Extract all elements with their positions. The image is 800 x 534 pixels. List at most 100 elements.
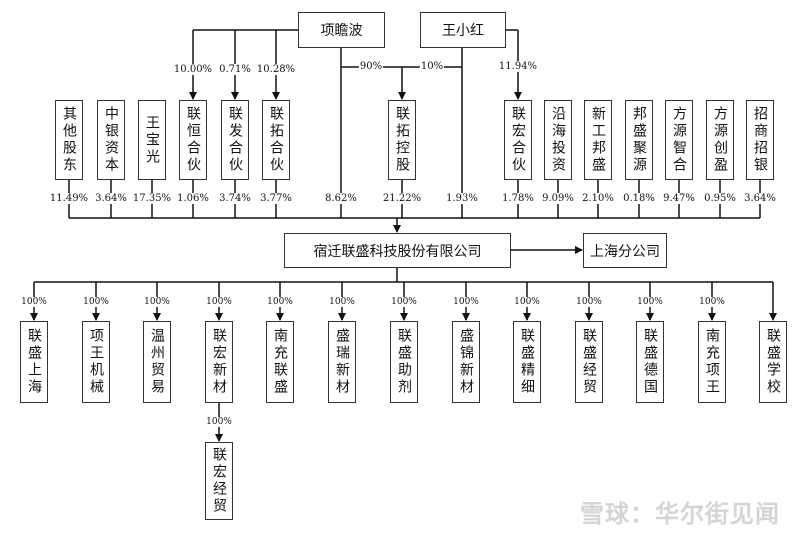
shareholder-pct: 21.22%	[381, 193, 423, 204]
shareholder-box: 邦盛聚源	[625, 100, 653, 180]
holder-xiang-zhanbo: 项瞻波	[298, 12, 385, 48]
shareholder-pct: 9.09%	[541, 193, 575, 204]
subsidiary-box: 联盛学校	[759, 321, 787, 403]
subsidiary-box: 温州贸易	[143, 321, 171, 403]
shareholder-pct: 1.78%	[501, 193, 535, 204]
subsidiary-pct: 100%	[20, 297, 48, 307]
branch-box: 上海分公司	[583, 233, 667, 268]
company-box: 宿迁联盛科技股份有限公司	[284, 233, 511, 268]
entity-name: 联发合伙	[227, 106, 243, 174]
subsidiary-pct: 100%	[266, 297, 294, 307]
company-name: 宿迁联盛科技股份有限公司	[313, 243, 482, 260]
sub-subsidiary-box: 联宏经贸	[205, 442, 233, 520]
shareholder-pct: 3.64%	[94, 193, 128, 204]
subsidiary-box: 盛瑞新材	[328, 321, 356, 403]
shareholder-box: 联拓控股	[388, 100, 416, 180]
entity-name: 方源智合	[671, 106, 687, 174]
branch-name: 上海分公司	[590, 243, 660, 260]
shareholder-box: 王宝光	[138, 100, 166, 180]
entity-name: 联盛德国	[642, 328, 658, 396]
entity-name: 联拓控股	[394, 106, 410, 174]
subsidiary-box: 联盛经贸	[575, 321, 603, 403]
entity-name: 沿海投资	[550, 106, 566, 174]
entity-name: 其他股东	[61, 106, 77, 174]
subsidiary-box: 南充联盛	[266, 321, 294, 403]
wang-holding-pct: 10%	[419, 61, 445, 72]
shareholder-pct: 11.49%	[48, 193, 90, 204]
subsidiary-pct: 100%	[205, 297, 233, 307]
entity-name: 联宏新材	[211, 328, 227, 396]
entity-name: 招商招银	[752, 106, 768, 174]
shareholder-pct: 0.95%	[703, 193, 737, 204]
holder-name: 王小红	[442, 23, 484, 39]
entity-name: 联盛学校	[765, 328, 781, 396]
entity-name: 王宝光	[144, 114, 160, 166]
xiang-holding-pct: 90%	[358, 61, 384, 72]
shareholder-box: 其他股东	[55, 100, 83, 180]
subsidiary-box: 项王机械	[82, 321, 110, 403]
shareholder-box: 方源智合	[665, 100, 693, 180]
entity-name: 联盛经贸	[581, 328, 597, 396]
entity-name: 温州贸易	[149, 328, 165, 396]
shareholder-pct: 9.47%	[662, 193, 696, 204]
subsidiary-pct: 100%	[143, 297, 171, 307]
subsidiary-pct: 100%	[82, 297, 110, 307]
shareholder-pct: 17.35%	[131, 193, 173, 204]
shareholder-box: 方源创盈	[706, 100, 734, 180]
subsidiary-pct: 100%	[698, 297, 726, 307]
holder-wang-xiaohong: 王小红	[420, 12, 506, 48]
shareholder-pct: 0.18%	[622, 193, 656, 204]
shareholder-box: 中银资本	[97, 100, 125, 180]
subsidiary-pct: 100%	[452, 297, 480, 307]
subsidiary-box: 联盛德国	[636, 321, 664, 403]
shareholder-box: 招商招银	[746, 100, 774, 180]
shareholder-pct: 3.64%	[743, 193, 777, 204]
direct-pct-wang: 1.93%	[445, 193, 479, 204]
entity-name: 盛锦新材	[458, 328, 474, 396]
entity-name: 联恒合伙	[185, 106, 201, 174]
entity-name: 新工邦盛	[590, 106, 606, 174]
xiang-link-pct: 0.71%	[218, 64, 252, 75]
xiang-link-pct: 10.28%	[255, 64, 297, 75]
subsidiary-pct: 100%	[328, 297, 356, 307]
entity-name: 联宏合伙	[510, 106, 526, 174]
subsidiary-box: 联盛上海	[20, 321, 48, 403]
sub-subsidiary-pct: 100%	[205, 417, 233, 427]
xiang-link-pct: 10.00%	[172, 64, 214, 75]
entity-name: 项王机械	[88, 328, 104, 396]
entity-name: 联盛上海	[26, 328, 42, 396]
entity-name: 联盛助剂	[396, 328, 412, 396]
shareholder-box: 沿海投资	[544, 100, 572, 180]
entity-name: 联盛精细	[519, 328, 535, 396]
entity-name: 方源创盈	[712, 106, 728, 174]
entity-name: 邦盛聚源	[631, 106, 647, 174]
shareholder-box: 联拓合伙	[262, 100, 290, 180]
shareholder-pct: 1.06%	[176, 193, 210, 204]
subsidiary-box: 联宏新材	[205, 321, 233, 403]
subsidiary-pct: 100%	[513, 297, 541, 307]
entity-name: 南充项王	[704, 328, 720, 396]
subsidiary-box: 南充项王	[698, 321, 726, 403]
entity-name: 中银资本	[103, 106, 119, 174]
shareholder-pct: 3.74%	[218, 193, 252, 204]
subsidiary-box: 联盛助剂	[390, 321, 418, 403]
shareholder-pct: 2.10%	[581, 193, 615, 204]
entity-name: 盛瑞新材	[334, 328, 350, 396]
wang-link-pct: 11.94%	[497, 61, 539, 72]
entity-name: 南充联盛	[272, 328, 288, 396]
watermark: 雪球：华尔街见闻	[580, 500, 780, 528]
shareholder-box: 联恒合伙	[179, 100, 207, 180]
subsidiary-box: 联盛精细	[513, 321, 541, 403]
shareholder-box: 联宏合伙	[504, 100, 532, 180]
entity-name: 联拓合伙	[268, 106, 284, 174]
holder-name: 项瞻波	[320, 23, 363, 39]
shareholder-box: 联发合伙	[221, 100, 249, 180]
subsidiary-pct: 100%	[636, 297, 664, 307]
shareholder-box: 新工邦盛	[584, 100, 612, 180]
entity-name: 联宏经贸	[211, 447, 227, 515]
subsidiary-pct: 100%	[390, 297, 418, 307]
shareholder-pct: 3.77%	[259, 193, 293, 204]
direct-pct-xiang: 8.62%	[324, 193, 358, 204]
subsidiary-pct: 100%	[575, 297, 603, 307]
